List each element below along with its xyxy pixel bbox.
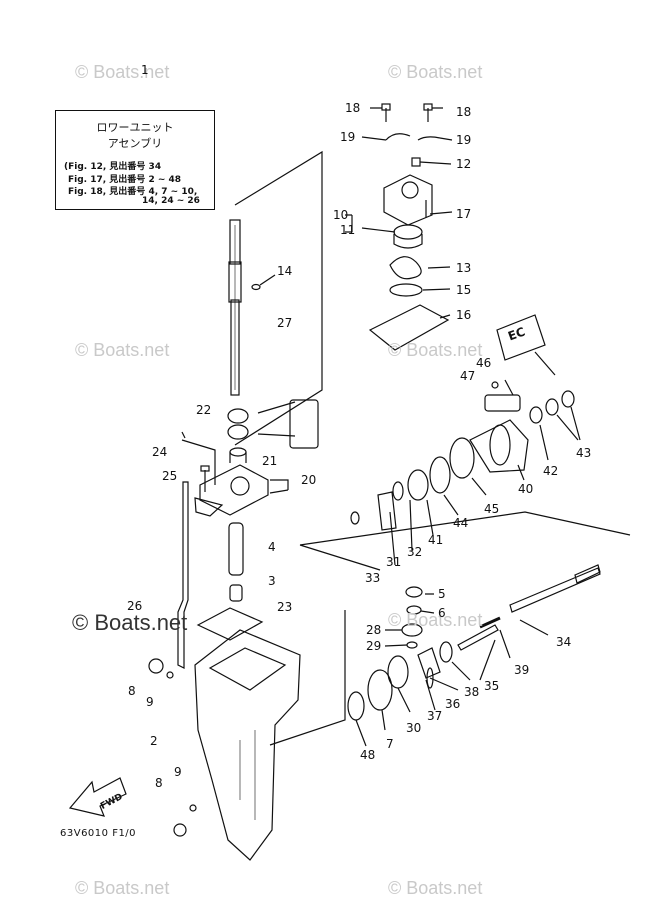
callout: 27 [277, 316, 293, 330]
bearings-22 [227, 401, 296, 440]
callout: 42 [543, 464, 559, 478]
callout: 4 [268, 540, 276, 554]
callout: 11 [340, 223, 356, 237]
callout: 18 [345, 101, 361, 115]
callout: 47 [460, 369, 476, 383]
callout: 5 [438, 587, 446, 601]
callout: 28 [366, 623, 382, 637]
callout: 37 [427, 709, 443, 723]
callout: 24 [152, 445, 168, 459]
watermark: © Boats.net [388, 340, 483, 360]
watermark: © Boats.net [388, 62, 483, 82]
shift-rod [177, 481, 189, 669]
callout: 2 [150, 734, 158, 748]
callout: 16 [456, 308, 472, 322]
callout: 36 [445, 697, 461, 711]
watermark: © Boats.net [72, 610, 188, 635]
callout: 14 [277, 264, 293, 278]
info-ref: (Fig. 12, 見出番号 34 [64, 162, 162, 172]
callout: 8 [128, 684, 136, 698]
forward-gear-group [350, 390, 575, 531]
watermark: © Boats.net [75, 62, 170, 82]
callout: 46 [476, 356, 492, 370]
assembly-info-box: ロワーユニット アセンブリ (Fig. 12, 見出番号 34 Fig. 17,… [55, 110, 215, 210]
callout: 20 [301, 473, 317, 487]
callout: 15 [456, 283, 472, 297]
shaft-housing [199, 464, 269, 516]
callout: 23 [277, 600, 293, 614]
driveshaft-frame-line [234, 150, 323, 446]
info-subtitle: アセンブリ [107, 137, 163, 150]
callout: 41 [428, 533, 444, 547]
callout: 3 [268, 574, 276, 588]
callout: 39 [514, 663, 530, 677]
callout: 38 [464, 685, 480, 699]
propshaft-frame-line [299, 511, 631, 571]
callout: 33 [365, 571, 381, 585]
watermark: © Boats.net [388, 610, 483, 630]
fwd-arrow [68, 777, 127, 817]
callout: 17 [456, 207, 472, 221]
info-ref: Fig. 17, 見出番号 2 ~ 48 [68, 175, 182, 185]
callout: 35 [484, 679, 500, 693]
callout: 31 [386, 555, 402, 569]
callout: 19 [456, 133, 472, 147]
callout: 6 [438, 606, 446, 620]
callout: 26 [127, 599, 143, 613]
callout: 1 [141, 63, 149, 77]
lower-casing [194, 629, 301, 861]
callout: 19 [340, 130, 356, 144]
callout: 34 [556, 635, 572, 649]
water-pump-assembly [368, 103, 450, 351]
callout: 9 [174, 765, 182, 779]
callout: 8 [155, 776, 163, 790]
callout: 30 [406, 721, 422, 735]
callout: 7 [386, 737, 394, 751]
callout: 29 [366, 639, 382, 653]
pump-bracket [345, 214, 353, 233]
callout: 22 [196, 403, 212, 417]
callout: 9 [146, 695, 154, 709]
info-title: ロワーユニット [96, 121, 174, 134]
callout: 45 [484, 502, 500, 516]
watermark: © Boats.net [388, 878, 483, 898]
callout: 40 [518, 482, 534, 496]
ec-tag [496, 314, 556, 376]
watermark: © Boats.net [75, 878, 170, 898]
propeller-shaft [509, 567, 601, 613]
info-ref: 14, 24 ~ 26 [142, 196, 200, 206]
info-ref: Fig. 18, 見出番号 4, 7 ~ 10, [68, 187, 198, 197]
water-tube [228, 522, 244, 576]
callout: 13 [456, 261, 472, 275]
drive-shaft [228, 219, 242, 396]
callout: 12 [456, 157, 472, 171]
callout: 43 [576, 446, 592, 460]
callout: 10 [333, 208, 349, 222]
callout: 21 [262, 454, 278, 468]
callout: 48 [360, 748, 376, 762]
callout: 25 [162, 469, 178, 483]
callout: 44 [453, 516, 469, 530]
pin-14 [251, 283, 261, 291]
callout: 18 [456, 105, 472, 119]
callout: 32 [407, 545, 423, 559]
watermark: © Boats.net [75, 340, 170, 360]
bearing-detail-box [289, 399, 319, 449]
diagram-code: 63V6010 F1/0 [60, 828, 137, 839]
